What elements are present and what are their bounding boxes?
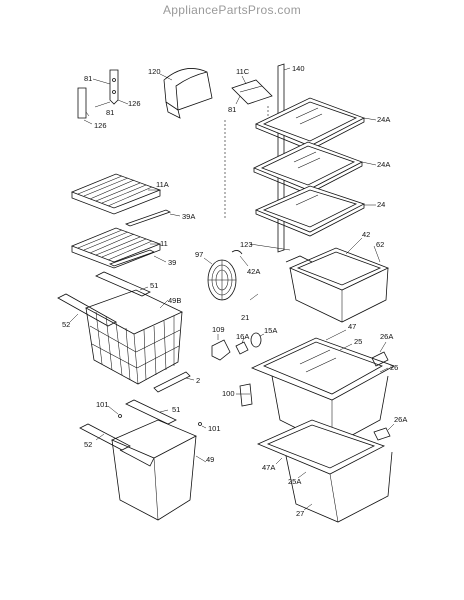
hinge-bracket-parts: [77, 69, 129, 125]
label-16a: 16A: [236, 332, 249, 341]
part-labels: 81 81 126 126 120 11C 81 140 24A 24A 24 …: [62, 64, 407, 518]
label-47: 47: [348, 322, 356, 331]
label-52: 52: [62, 320, 70, 329]
label-42a: 42A: [247, 267, 260, 276]
part-39-strip: [108, 249, 167, 267]
freezer-bin-49: [79, 399, 207, 521]
label-2: 2: [196, 376, 200, 385]
label-109: 109: [212, 325, 225, 334]
label-47a: 47A: [262, 463, 275, 472]
bottom-drawer-27: [256, 419, 395, 523]
label-25a: 25A: [288, 477, 301, 486]
label-15a: 15A: [264, 326, 277, 335]
light-housing-109: [211, 334, 231, 361]
label-21: 21: [241, 313, 249, 322]
glass-shelf-24a-top: [255, 97, 377, 151]
label-26a: 26A: [394, 415, 407, 424]
label-101: 101: [208, 424, 221, 433]
label-123: 123: [240, 240, 253, 249]
label-140: 140: [292, 64, 305, 73]
wire-basket-49b: [57, 271, 183, 385]
label-24: 24: [377, 200, 385, 209]
label-62: 62: [376, 240, 384, 249]
label-81: 81: [84, 74, 92, 83]
label-24a: 24A: [377, 160, 390, 169]
label-52: 52: [84, 440, 92, 449]
wire-shelf-11: [70, 227, 162, 269]
label-81: 81: [106, 108, 114, 117]
label-42: 42: [362, 230, 370, 239]
part-2-strip: [153, 371, 195, 393]
label-11a: 11A: [156, 180, 169, 189]
glass-shelf-24a-middle: [253, 141, 377, 195]
part-140-rail: [277, 63, 291, 253]
glass-shelf-24: [254, 185, 376, 237]
label-51: 51: [172, 405, 180, 414]
bulb-15a: [250, 332, 265, 348]
label-49: 49: [206, 455, 214, 464]
label-39a: 39A: [182, 212, 195, 221]
part-11c-bracket: [231, 75, 273, 105]
part-39a-strip: [124, 209, 181, 227]
label-126: 126: [128, 99, 141, 108]
label-126: 126: [94, 121, 107, 130]
part-120-bin: [159, 68, 213, 119]
label-100: 100: [222, 389, 235, 398]
wire-shelf-11a: [70, 173, 162, 215]
crisper-drawer-62: [249, 237, 390, 323]
label-101: 101: [96, 400, 109, 409]
label-11: 11: [160, 239, 168, 248]
label-51: 51: [150, 281, 158, 290]
label-27: 27: [296, 509, 304, 518]
label-11c: 11C: [236, 67, 250, 76]
label-39: 39: [168, 258, 176, 267]
label-81: 81: [228, 105, 236, 114]
label-26: 26: [390, 363, 398, 372]
part-97-cover: [203, 250, 259, 301]
label-26a: 26A: [380, 332, 393, 341]
label-120: 120: [148, 67, 161, 76]
label-97: 97: [195, 250, 203, 259]
label-24a: 24A: [377, 115, 390, 124]
socket-16a: [235, 337, 249, 355]
label-25: 25: [354, 337, 362, 346]
label-49b: 49B: [168, 296, 181, 305]
watermark: AppliancePartsPros.com: [163, 3, 301, 17]
